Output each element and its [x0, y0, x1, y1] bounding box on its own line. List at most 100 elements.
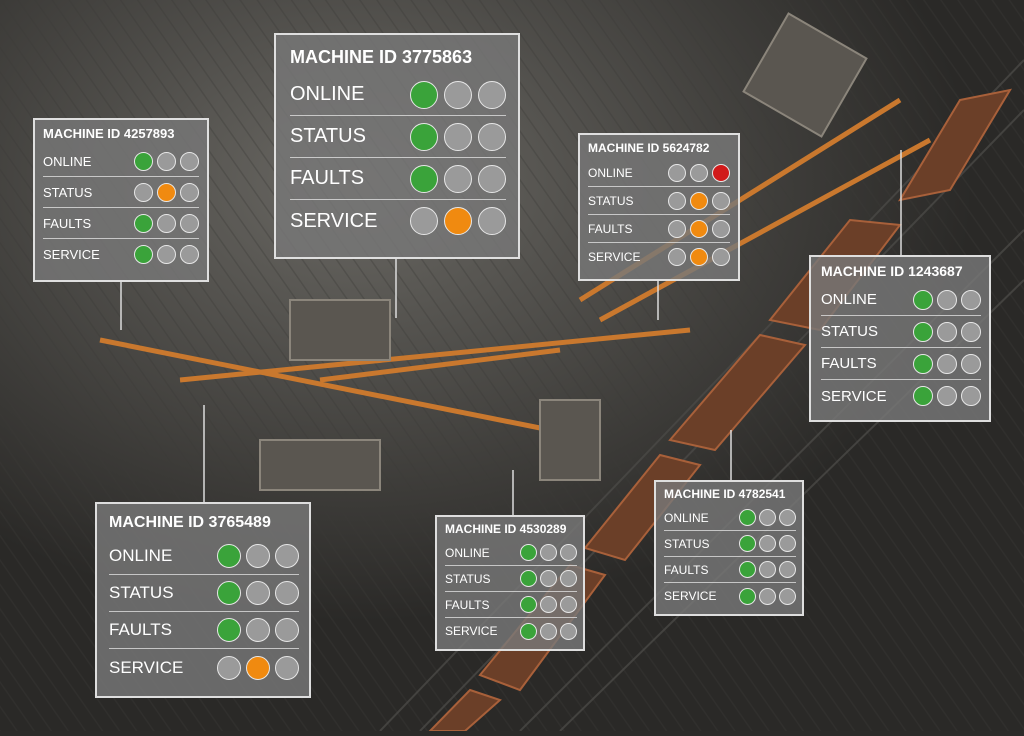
connector-line — [657, 280, 659, 320]
status-light-grey — [478, 164, 506, 193]
status-light-green — [520, 596, 537, 613]
status-row-online: ONLINE — [664, 505, 796, 531]
indicator-lights — [410, 164, 506, 193]
status-light-grey — [961, 353, 981, 374]
indicator-lights — [410, 80, 506, 109]
connector-line — [900, 150, 902, 255]
status-row-service: SERVICE — [588, 243, 730, 271]
status-light-green — [913, 353, 933, 374]
status-light-orange — [157, 182, 176, 202]
status-light-green — [520, 544, 537, 561]
machine-id-title: MACHINE ID 4782541 — [664, 487, 786, 501]
connector-line — [203, 405, 205, 502]
status-row-faults: FAULTS — [664, 557, 796, 583]
indicator-lights — [913, 321, 981, 342]
status-light-green — [520, 622, 537, 640]
machine-id-title: MACHINE ID 1243687 — [821, 263, 963, 279]
status-light-grey — [157, 151, 176, 171]
status-light-grey — [444, 122, 472, 151]
status-light-grey — [961, 321, 981, 342]
status-light-grey — [157, 245, 176, 264]
status-light-grey — [444, 80, 472, 109]
status-row-status: STATUS — [664, 531, 796, 557]
status-row-label: FAULTS — [109, 620, 172, 639]
status-row-label: ONLINE — [445, 545, 490, 560]
status-light-grey — [759, 561, 776, 578]
indicator-lights — [217, 618, 299, 642]
status-light-grey — [712, 191, 730, 210]
status-light-green — [134, 245, 153, 264]
indicator-lights — [668, 163, 730, 182]
indicator-lights — [739, 587, 796, 605]
status-row-faults: FAULTS — [290, 158, 506, 200]
status-light-green — [134, 213, 153, 233]
status-light-grey — [180, 182, 199, 202]
status-row-service: SERVICE — [445, 618, 577, 644]
status-row-service: SERVICE — [109, 649, 299, 686]
status-row-label: FAULTS — [588, 221, 633, 236]
machine-id-title: MACHINE ID 3775863 — [290, 47, 473, 67]
status-light-green — [739, 561, 756, 578]
status-light-grey — [668, 219, 686, 238]
status-light-grey — [275, 618, 299, 642]
status-light-orange — [690, 219, 708, 238]
status-light-grey — [560, 622, 577, 640]
status-row-label: SERVICE — [445, 624, 498, 638]
indicator-lights — [520, 622, 577, 640]
status-row-status: STATUS — [43, 177, 199, 208]
status-light-grey — [217, 655, 241, 680]
status-row-label: FAULTS — [821, 355, 877, 372]
indicator-lights — [668, 219, 730, 238]
status-light-grey — [961, 289, 981, 310]
status-row-label: STATUS — [821, 323, 878, 340]
status-row-label: ONLINE — [588, 165, 633, 180]
status-light-green — [217, 544, 241, 568]
status-light-green — [520, 570, 537, 587]
status-light-green — [410, 164, 438, 193]
status-row-online: ONLINE — [588, 159, 730, 187]
status-row-online: ONLINE — [109, 538, 299, 575]
status-row-label: ONLINE — [109, 546, 173, 565]
indicator-lights — [913, 386, 981, 406]
status-light-grey — [779, 587, 796, 605]
status-row-faults: FAULTS — [109, 612, 299, 649]
status-row-label: SERVICE — [588, 250, 641, 264]
indicator-lights — [134, 245, 199, 264]
status-light-grey — [180, 213, 199, 233]
status-light-green — [913, 289, 933, 310]
status-row-label: SERVICE — [43, 247, 100, 262]
status-row-service: SERVICE — [664, 583, 796, 609]
indicator-lights — [739, 509, 796, 526]
connector-line — [730, 430, 732, 480]
status-row-status: STATUS — [109, 575, 299, 612]
status-light-orange — [690, 191, 708, 210]
status-row-label: STATUS — [664, 536, 710, 551]
status-light-grey — [759, 587, 776, 605]
indicator-lights — [217, 655, 299, 680]
status-row-label: SERVICE — [821, 387, 887, 405]
status-row-service: SERVICE — [43, 239, 199, 270]
status-light-grey — [275, 655, 299, 680]
status-light-grey — [540, 596, 557, 613]
status-light-green — [913, 321, 933, 342]
indicator-lights — [668, 248, 730, 266]
status-row-label: STATUS — [109, 583, 174, 602]
status-light-grey — [246, 544, 270, 568]
status-row-status: STATUS — [821, 316, 981, 348]
status-row-label: ONLINE — [821, 291, 877, 308]
status-light-grey — [134, 182, 153, 202]
status-light-grey — [961, 386, 981, 406]
status-light-grey — [759, 509, 776, 526]
status-row-label: FAULTS — [664, 562, 709, 577]
status-light-grey — [478, 207, 506, 235]
status-light-grey — [540, 622, 557, 640]
status-row-label: FAULTS — [290, 167, 365, 189]
status-row-faults: FAULTS — [445, 592, 577, 618]
connector-line — [120, 282, 122, 330]
status-light-grey — [246, 618, 270, 642]
status-row-status: STATUS — [588, 187, 730, 215]
status-light-green — [739, 509, 756, 526]
